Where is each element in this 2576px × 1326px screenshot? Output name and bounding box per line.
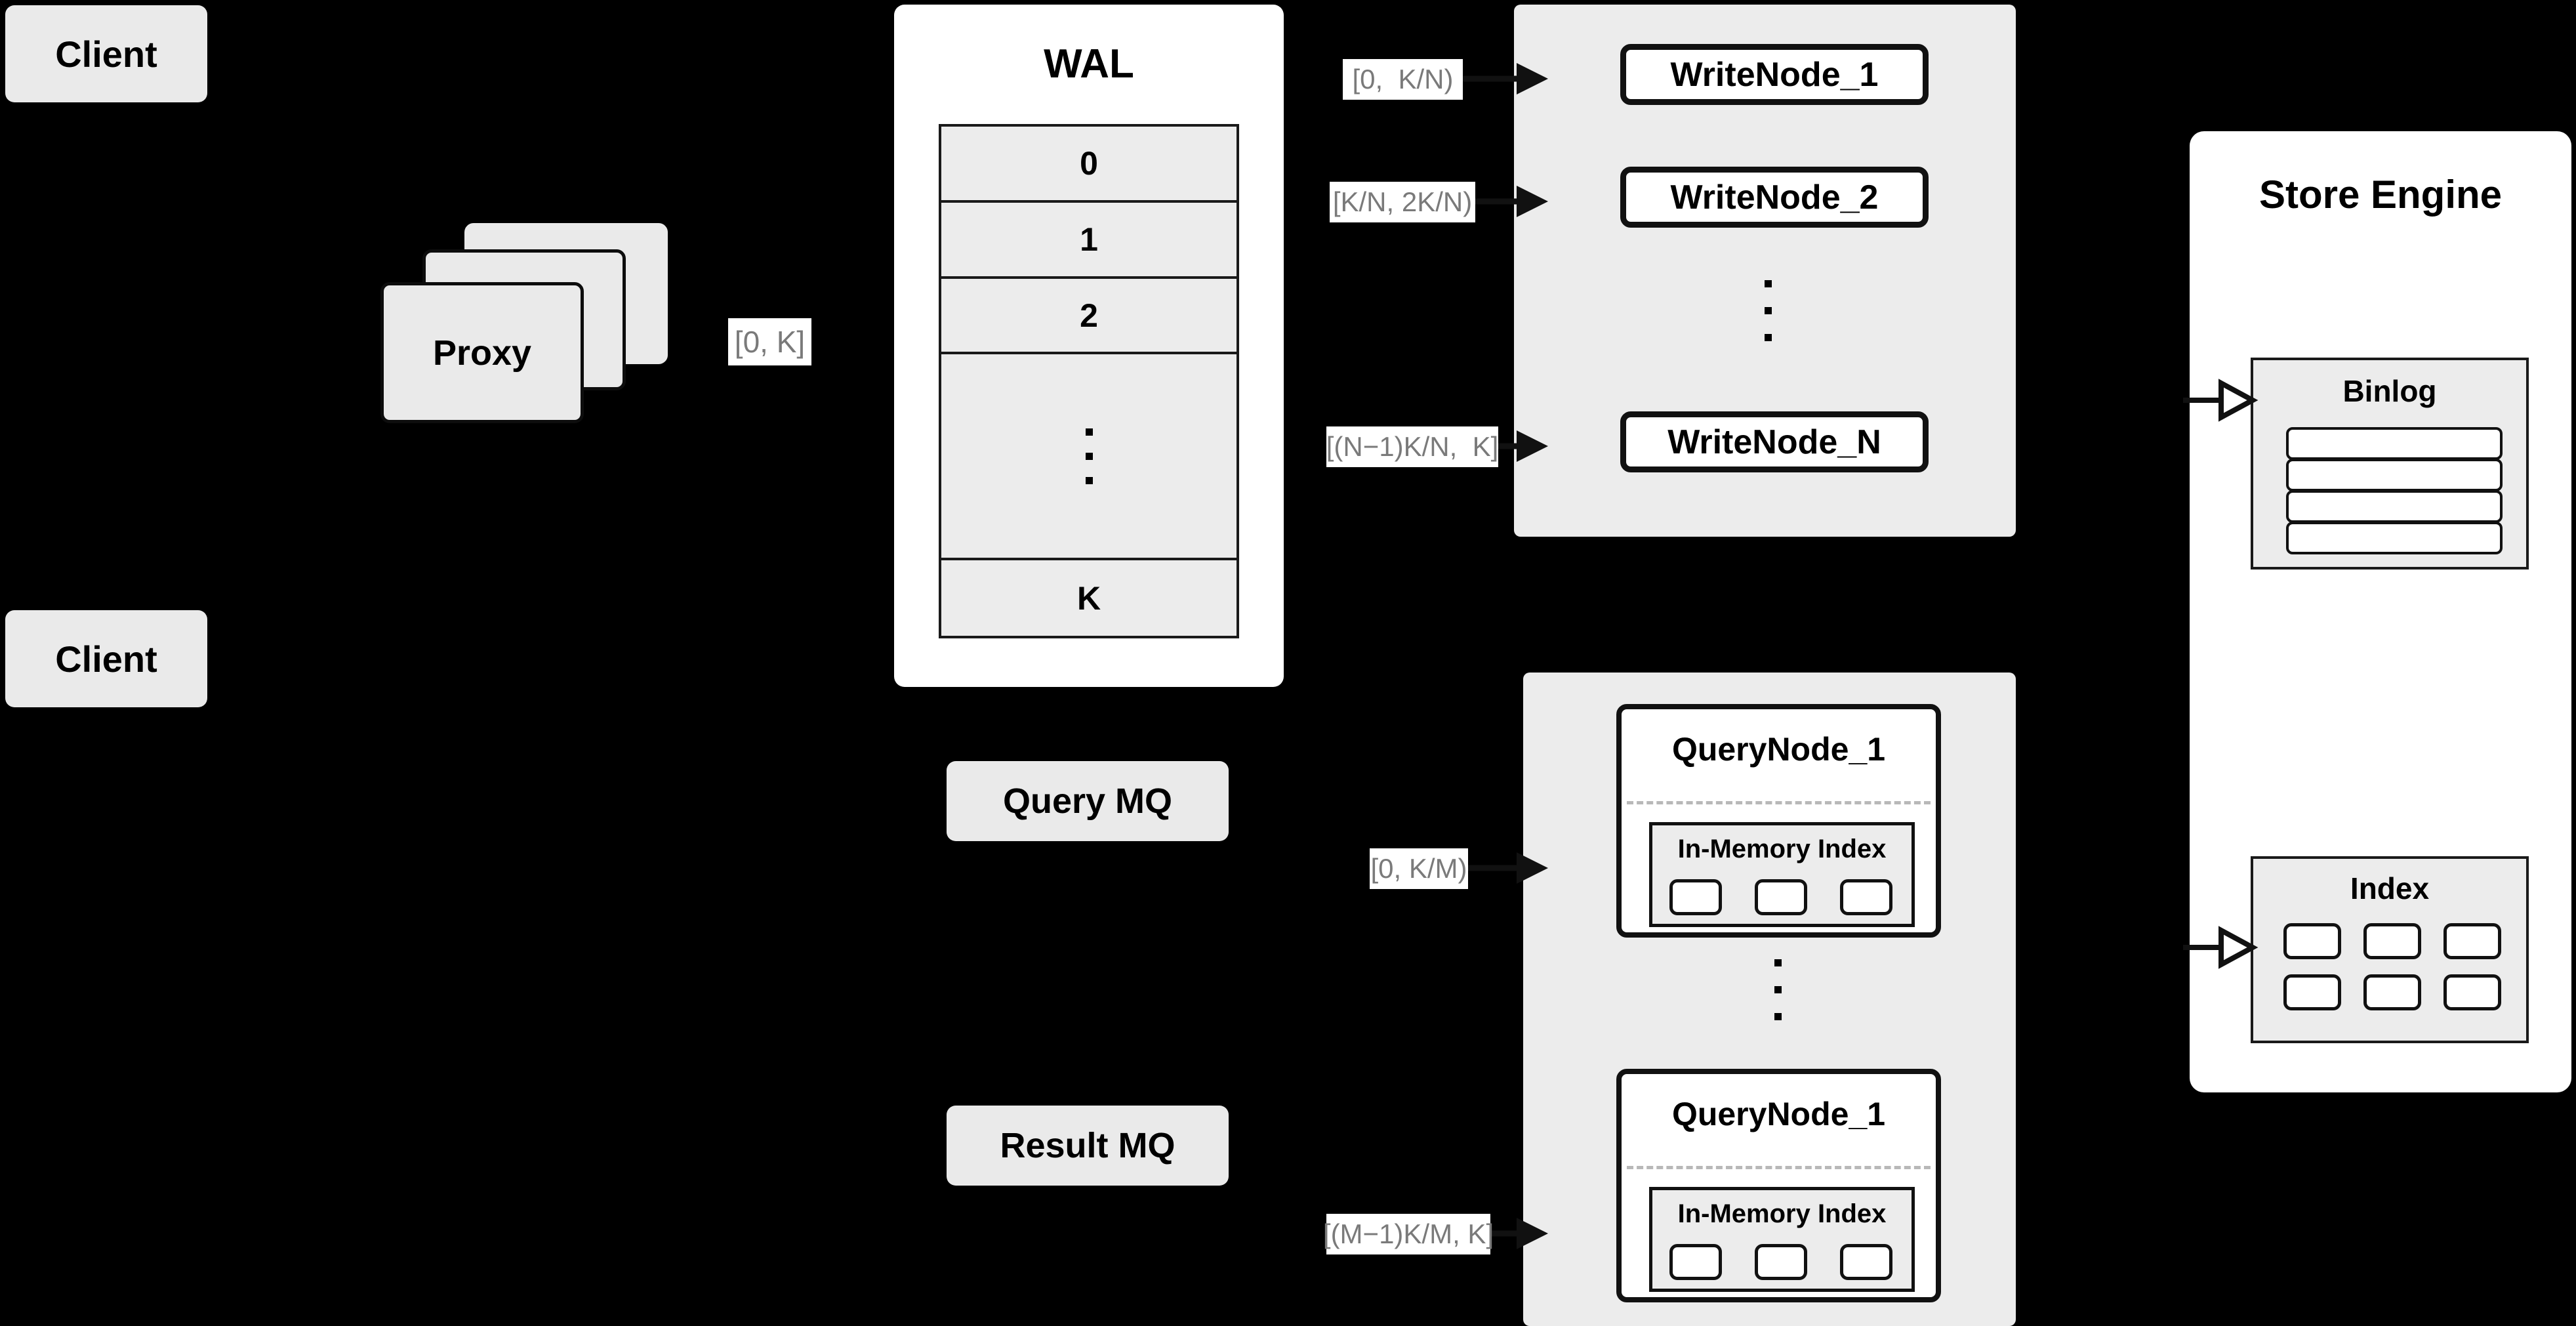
index-panel: Index — [2251, 856, 2529, 1043]
query-cluster-ellipsis — [1774, 959, 1782, 1020]
binlog-title: Binlog — [2342, 374, 2437, 408]
query-node-1[interactable]: QueryNode_1 In-Memory Index — [1616, 704, 1941, 938]
write-node-cluster: WriteNode_1 WriteNode_2 WriteNode_N — [1514, 5, 2016, 537]
write-node-n-label: WriteNode_N — [1667, 423, 1881, 461]
write-node-1-label: WriteNode_1 — [1670, 55, 1879, 94]
in-memory-index-m-title: In-Memory Index — [1677, 1199, 1887, 1228]
result-mq-label: Result MQ — [1000, 1126, 1176, 1165]
wal-row-ellipsis — [941, 354, 1237, 561]
ellipsis-dot — [1085, 476, 1093, 484]
edge-label-query-1: [0, K/M) — [1370, 848, 1468, 889]
ellipsis-dot — [1765, 307, 1772, 314]
index-cell[interactable] — [2363, 974, 2421, 1010]
binlog-panel: Binlog — [2251, 358, 2529, 570]
store-engine-panel: Store Engine Binlog Index — [2190, 131, 2571, 1092]
write-node-2-label: WriteNode_2 — [1670, 178, 1879, 217]
store-engine-title: Store Engine — [2259, 173, 2503, 217]
edge-label-write-n: [(N−1)K/N, K] — [1326, 426, 1498, 467]
in-memory-index-1: In-Memory Index — [1649, 822, 1915, 927]
ellipsis-dot — [1774, 959, 1782, 966]
ellipsis-dot — [1765, 334, 1772, 341]
write-node-2[interactable]: WriteNode_2 — [1620, 167, 1929, 228]
edge-label-proxy-to-wal: [0, K] — [728, 318, 811, 365]
wal-row-1[interactable]: 1 — [941, 202, 1237, 279]
proxy-stack[interactable]: Proxy — [380, 210, 669, 433]
index-chip[interactable] — [1755, 1244, 1807, 1280]
index-cell[interactable] — [2283, 923, 2341, 959]
index-cell[interactable] — [2363, 923, 2421, 959]
client-box-2[interactable]: Client — [5, 610, 207, 707]
index-cell[interactable] — [2283, 974, 2341, 1010]
wal-panel: WAL 0 1 2 K — [894, 5, 1284, 687]
ellipsis-dot — [1774, 1013, 1782, 1020]
client-label-2: Client — [55, 638, 157, 680]
index-title: Index — [2350, 871, 2430, 905]
ellipsis-dot — [1085, 452, 1093, 460]
binlog-row[interactable] — [2286, 490, 2503, 523]
index-chip[interactable] — [1840, 1244, 1892, 1280]
proxy-label: Proxy — [432, 333, 532, 373]
edge-label-write-1: [0, K/N) — [1343, 59, 1463, 100]
wal-title: WAL — [1044, 41, 1134, 87]
ellipsis-dot — [1085, 428, 1093, 436]
binlog-row[interactable] — [2286, 522, 2503, 554]
proxy-card-front — [380, 282, 584, 423]
edge-label-write-2: [K/N, 2K/N) — [1330, 182, 1475, 222]
query-mq-box[interactable]: Query MQ — [947, 761, 1229, 841]
query-node-cluster: QueryNode_1 In-Memory Index QueryNode_1 … — [1523, 673, 2016, 1326]
index-chip[interactable] — [1669, 1244, 1722, 1280]
wal-row-2[interactable]: 2 — [941, 278, 1237, 355]
in-memory-index-m: In-Memory Index — [1649, 1187, 1915, 1292]
result-mq-box[interactable]: Result MQ — [947, 1106, 1229, 1186]
query-node-m-divider — [1627, 1166, 1931, 1169]
ellipsis-dot — [1774, 986, 1782, 993]
index-cell[interactable] — [2443, 974, 2501, 1010]
ellipsis-dot — [1765, 280, 1772, 287]
index-chip[interactable] — [1755, 879, 1807, 915]
wal-row-k[interactable]: K — [941, 560, 1237, 636]
arrow-to-binlog — [2183, 379, 2259, 422]
query-node-1-title: QueryNode_1 — [1671, 731, 1886, 768]
query-node-m-title: QueryNode_1 — [1671, 1096, 1886, 1132]
index-cell[interactable] — [2443, 923, 2501, 959]
wal-row-0[interactable]: 0 — [941, 127, 1237, 203]
write-cluster-ellipsis — [1765, 280, 1772, 341]
query-mq-label: Query MQ — [1002, 781, 1173, 821]
edge-label-query-m: [(M−1)K/M, K] — [1323, 1214, 1494, 1254]
index-chip[interactable] — [1840, 879, 1892, 915]
write-node-1[interactable]: WriteNode_1 — [1620, 44, 1929, 105]
client-box-1[interactable]: Client — [5, 5, 207, 102]
client-label-1: Client — [55, 33, 157, 75]
query-node-1-divider — [1627, 801, 1931, 804]
in-memory-index-1-title: In-Memory Index — [1677, 835, 1887, 863]
arrow-to-index — [2183, 926, 2259, 969]
binlog-row[interactable] — [2286, 459, 2503, 491]
index-chip[interactable] — [1669, 879, 1722, 915]
wal-entry-list[interactable]: 0 1 2 K — [939, 124, 1239, 638]
write-node-n[interactable]: WriteNode_N — [1620, 411, 1929, 472]
query-node-m[interactable]: QueryNode_1 In-Memory Index — [1616, 1069, 1941, 1302]
binlog-row[interactable] — [2286, 427, 2503, 460]
